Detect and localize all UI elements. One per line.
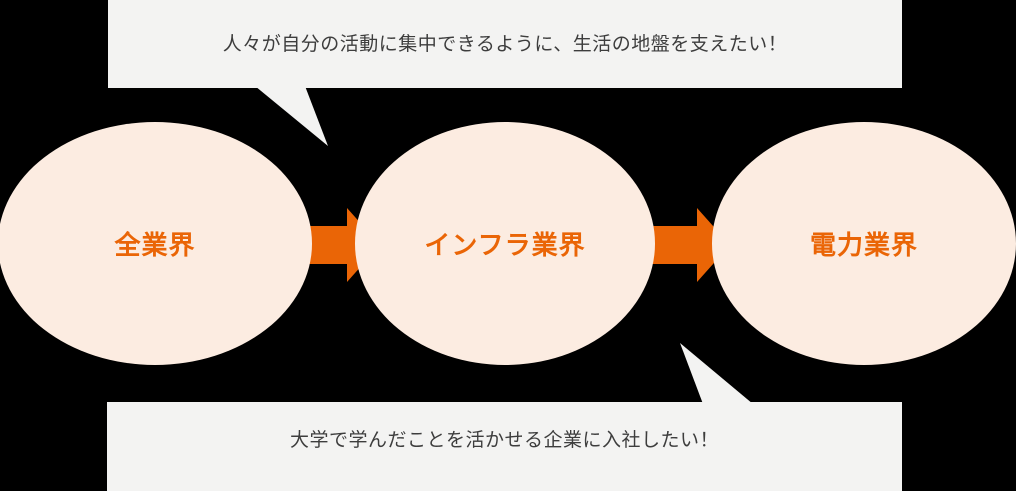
speech-bubble-bottom: 大学で学んだことを活かせる企業に入社したい！ — [107, 402, 902, 491]
speech-bubble-top-text: 人々が自分の活動に集中できるように、生活の地盤を支えたい！ — [222, 32, 788, 55]
step-label: インフラ業界 — [424, 231, 586, 261]
speech-bubble-top: 人々が自分の活動に集中できるように、生活の地盤を支えたい！ — [108, 0, 902, 88]
step-label: 電力業界 — [809, 231, 918, 261]
speech-bubble-top-tail — [255, 86, 328, 146]
step-ellipse-electric-power-industry: 電力業界 — [712, 122, 1016, 365]
step-ellipse-infrastructure-industry: インフラ業界 — [355, 122, 655, 365]
speech-bubble-bottom-text: 大学で学んだことを活かせる企業に入社したい！ — [289, 429, 719, 452]
speech-bubble-bottom-tail — [680, 343, 753, 404]
step-ellipse-all-industries: 全業界 — [0, 122, 312, 365]
step-label: 全業界 — [114, 231, 196, 261]
